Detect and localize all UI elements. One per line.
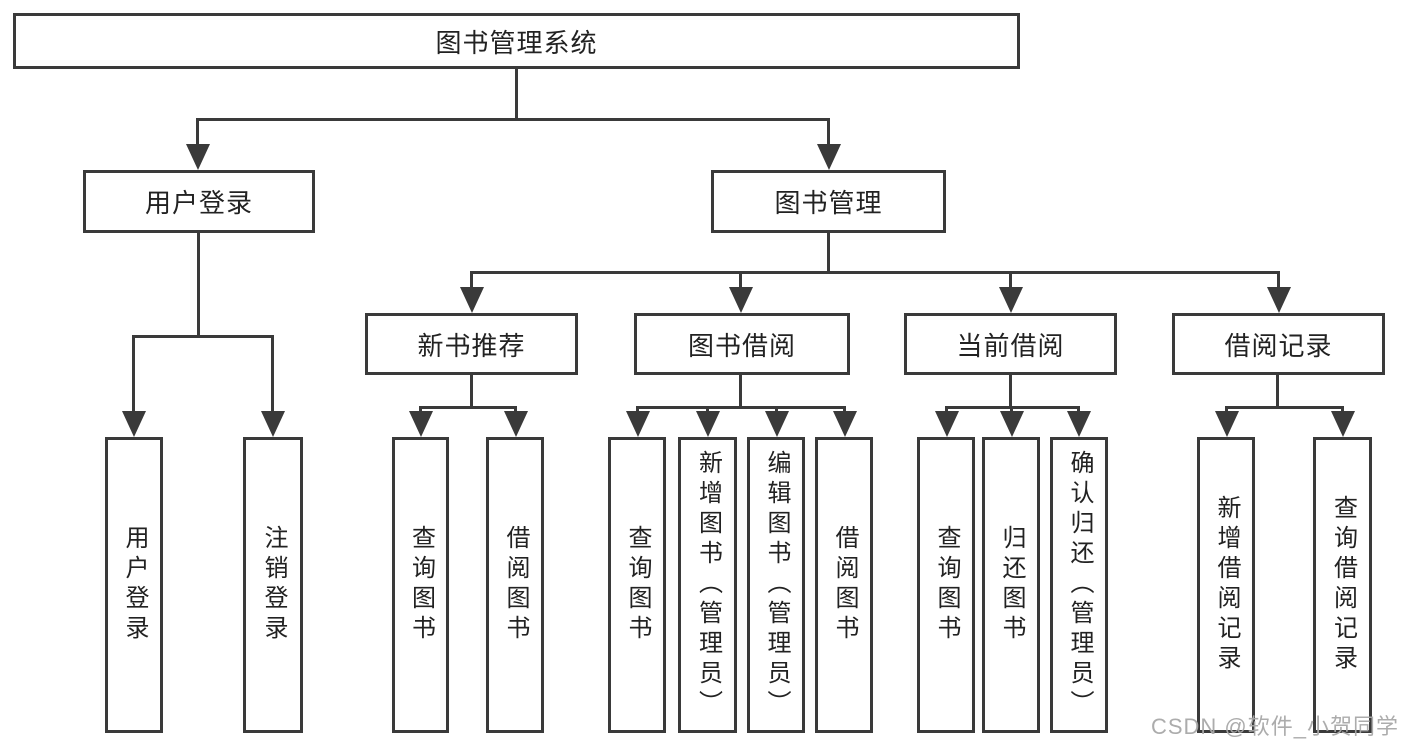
arrow-down-icon	[935, 411, 959, 437]
leaf-borrow-borrow-label: 借阅图书	[831, 525, 858, 645]
node-root: 图书管理系统	[13, 13, 1020, 69]
edge-line	[419, 406, 517, 409]
leaf-borrow-edit-label: 编辑图书（管理员）	[763, 450, 790, 720]
arrow-down-icon	[626, 411, 650, 437]
node-user-login: 用户登录	[83, 170, 315, 233]
edge-line	[197, 233, 200, 338]
arrow-down-icon	[409, 411, 433, 437]
node-book-management: 图书管理	[711, 170, 946, 233]
leaf-current-return-label: 归还图书	[998, 525, 1025, 645]
node-current-borrow: 当前借阅	[904, 313, 1117, 375]
leaf-borrow-edit: 编辑图书（管理员）	[747, 437, 805, 733]
node-book-borrow: 图书借阅	[634, 313, 850, 375]
arrow-down-icon	[460, 287, 484, 313]
arrow-down-icon	[1067, 411, 1091, 437]
node-book-borrow-label: 图书借阅	[687, 330, 796, 361]
leaf-newbook-borrow: 借阅图书	[486, 437, 544, 733]
node-current-borrow-label: 当前借阅	[956, 330, 1065, 361]
leaf-user-login-label: 用户登录	[121, 525, 148, 645]
leaf-logout: 注销登录	[243, 437, 303, 733]
edge-line	[1225, 406, 1344, 409]
edge-line	[515, 69, 518, 121]
leaf-newbook-query: 查询图书	[392, 437, 449, 733]
edge-line	[1277, 271, 1280, 293]
node-borrow-records-label: 借阅记录	[1224, 330, 1333, 361]
edge-line	[470, 375, 473, 409]
arrow-down-icon	[122, 411, 146, 437]
edge-line	[196, 118, 199, 148]
arrow-down-icon	[186, 144, 210, 170]
edge-line	[470, 271, 1280, 274]
node-root-label: 图书管理系统	[435, 27, 598, 58]
edge-line	[636, 406, 846, 409]
arrow-down-icon	[729, 287, 753, 313]
leaf-borrow-add: 新增图书（管理员）	[678, 437, 737, 733]
edge-line	[739, 375, 742, 409]
edge-line	[132, 335, 135, 415]
edge-line	[196, 118, 830, 121]
edge-line	[739, 271, 742, 293]
arrow-down-icon	[261, 411, 285, 437]
leaf-records-add-label: 新增借阅记录	[1213, 495, 1240, 675]
arrow-down-icon	[1331, 411, 1355, 437]
leaf-records-add: 新增借阅记录	[1197, 437, 1255, 733]
csdn-watermark: CSDN @软件_小贺同学	[1150, 714, 1399, 739]
edge-line	[271, 335, 274, 415]
leaf-borrow-query-label: 查询图书	[624, 525, 651, 645]
leaf-current-return: 归还图书	[982, 437, 1040, 733]
node-new-book-recommend-label: 新书推荐	[417, 330, 526, 361]
leaf-borrow-borrow: 借阅图书	[815, 437, 873, 733]
arrow-down-icon	[833, 411, 857, 437]
arrow-down-icon	[999, 287, 1023, 313]
node-book-management-label: 图书管理	[774, 188, 883, 218]
leaf-logout-label: 注销登录	[260, 525, 287, 645]
leaf-records-query: 查询借阅记录	[1313, 437, 1372, 733]
edge-line	[1009, 271, 1012, 293]
edge-line	[470, 271, 473, 293]
edge-line	[827, 118, 830, 148]
leaf-records-query-label: 查询借阅记录	[1329, 495, 1357, 675]
leaf-newbook-query-label: 查询图书	[407, 525, 435, 645]
arrow-down-icon	[1215, 411, 1239, 437]
arrow-down-icon	[765, 411, 789, 437]
leaf-user-login: 用户登录	[105, 437, 163, 733]
leaf-current-query-label: 查询图书	[933, 525, 960, 645]
leaf-newbook-borrow-label: 借阅图书	[502, 525, 529, 645]
edge-line	[132, 335, 274, 338]
node-user-login-label: 用户登录	[144, 188, 253, 218]
arrow-down-icon	[817, 144, 841, 170]
edge-line	[827, 233, 830, 274]
node-borrow-records: 借阅记录	[1172, 313, 1385, 375]
arrow-down-icon	[696, 411, 720, 437]
leaf-borrow-query: 查询图书	[608, 437, 666, 733]
arrow-down-icon	[1267, 287, 1291, 313]
leaf-current-confirm: 确认归还（管理员）	[1050, 437, 1108, 733]
leaf-current-confirm-label: 确认归还（管理员）	[1066, 450, 1093, 720]
arrow-down-icon	[504, 411, 528, 437]
edge-line	[1009, 375, 1012, 409]
arrow-down-icon	[1000, 411, 1024, 437]
leaf-current-query: 查询图书	[917, 437, 975, 733]
leaf-borrow-add-label: 新增图书（管理员）	[694, 450, 722, 720]
edge-line	[1276, 375, 1279, 409]
node-new-book-recommend: 新书推荐	[365, 313, 578, 375]
